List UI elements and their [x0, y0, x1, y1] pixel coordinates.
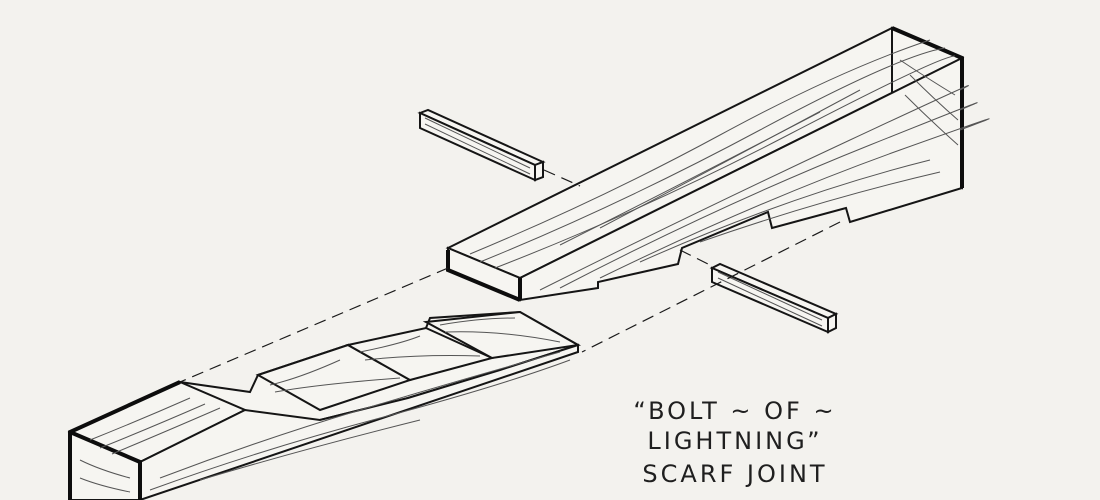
caption-title: “BOLT ~ OF ~ LIGHTNING” [633, 397, 837, 455]
lower-beam-grain [79, 317, 571, 493]
alignment-lines [179, 169, 841, 383]
peg-lower-end [827, 312, 837, 334]
lower-beam [67, 310, 582, 500]
peg-upper [417, 108, 546, 182]
joint-caption: “BOLT ~ OF ~ LIGHTNING” SCARF JOINT [560, 396, 910, 490]
upper-beam [445, 26, 990, 302]
peg-upper-end [534, 160, 544, 182]
lower-beam-front-face [139, 343, 579, 500]
lower-beam-outline [68, 380, 181, 500]
peg-upper-side [419, 111, 536, 182]
caption-subtitle: SCARF JOINT [642, 460, 828, 488]
upper-beam-grain [469, 39, 990, 291]
peg-lower [709, 262, 839, 334]
upper-beam-outline [446, 26, 964, 302]
